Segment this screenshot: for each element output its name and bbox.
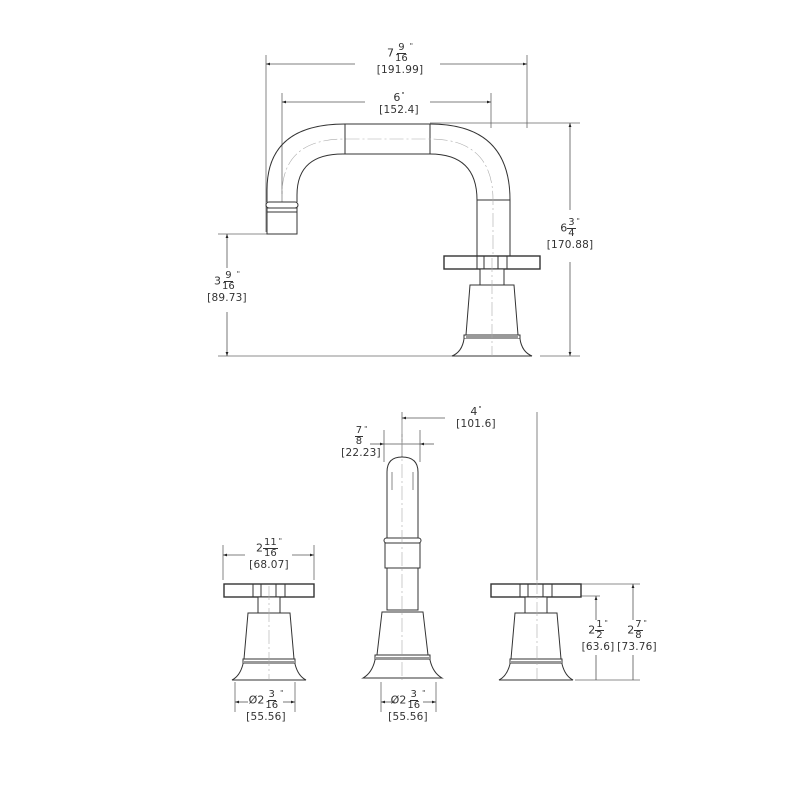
side-view (218, 55, 580, 357)
front-view (222, 412, 640, 712)
right-handle (490, 580, 582, 681)
left-handle (223, 583, 315, 681)
front-dimension-lines (223, 416, 635, 704)
side-handle (443, 255, 541, 357)
spout-arch (265, 123, 511, 258)
spout-front (361, 420, 444, 680)
dimension-lines (225, 62, 572, 356)
dim-spread-half: 4" [101.6] (456, 405, 496, 430)
front-extension-lines (222, 412, 640, 712)
dim-spout-reach: 6" [152.4] (379, 91, 419, 116)
